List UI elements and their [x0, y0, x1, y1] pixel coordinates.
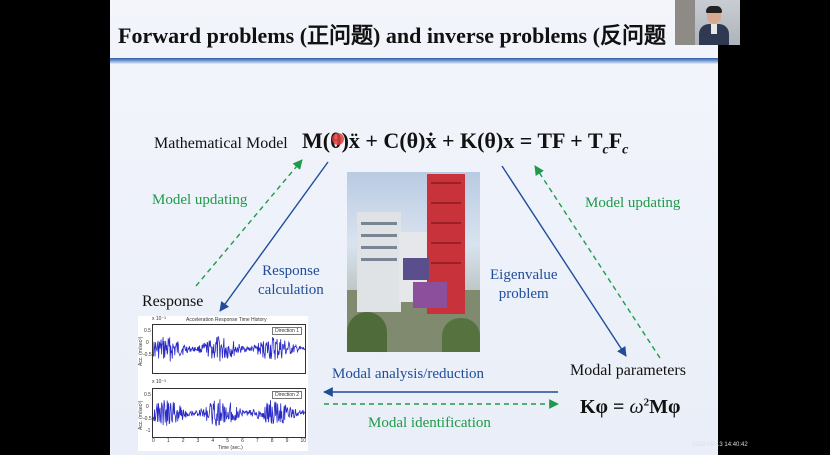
legend-direction-2: Direction 2: [272, 391, 302, 399]
plot-exp-2: x 10⁻³: [152, 379, 166, 385]
model-updating-left-label: Model updating: [152, 192, 248, 208]
ytick-7: -1: [146, 428, 151, 434]
acceleration-plots: Acceleration Response Time History x 10⁻…: [138, 316, 308, 451]
plot-direction-2: Direction 2: [152, 388, 306, 438]
xtick-3: 3: [196, 438, 200, 444]
modal-identification-label: Modal identification: [368, 415, 491, 431]
slide-title: Forward problems (正问题) and inverse probl…: [118, 23, 666, 48]
equation-main: M(θ)ẍ + C(θ)ẋ + K(θ)x = TF + T: [302, 128, 603, 153]
legend-direction-1: Direction 1: [272, 327, 302, 335]
xtick-4: 4: [211, 438, 215, 444]
webcam-tile: [675, 0, 740, 45]
eigen-lhs: Kφ =: [580, 396, 630, 418]
eigen-rhs: Mφ: [649, 396, 681, 418]
equation-of-motion: M(θ)ẍ + C(θ)ẋ + K(θ)x = TF + TcFc: [302, 128, 628, 158]
plot-direction-1: Direction 1: [152, 324, 306, 374]
ytick-1: 0.5: [144, 328, 151, 334]
eigen-equation: Kφ = ω2Mφ: [580, 396, 680, 419]
building-photo: [347, 172, 480, 352]
response-calc-line-1: Response: [262, 263, 320, 279]
eigen-line-1: Eigenvalue: [490, 267, 558, 283]
eigen-omega: ω: [629, 396, 644, 418]
xtick-6: 6: [241, 438, 244, 444]
ytick-4: 0.5: [144, 392, 151, 398]
eigen-line-2: problem: [498, 286, 549, 302]
xtick-row: 0 1 2 3 4 5 6 7 8 9 10: [152, 438, 306, 444]
timestamp: 2022-05-13 14:40:42: [692, 442, 748, 448]
xtick-7: 7: [255, 438, 259, 444]
eigen-sup: 2: [643, 396, 650, 409]
title-divider: [110, 58, 718, 64]
equation-sub-2: c: [622, 142, 629, 158]
equation-sub-1: c: [602, 142, 609, 158]
ytick-5: 0: [146, 404, 149, 410]
ytick-6: -0.5: [143, 416, 152, 422]
response-calculation-label: Response calculation: [258, 262, 324, 300]
xtick-10: 10: [300, 438, 306, 444]
ytick-2: 0: [146, 340, 149, 346]
equation-force: F: [608, 128, 623, 153]
xtick-1: 1: [166, 438, 170, 444]
modal-analysis-label: Modal analysis/reduction: [332, 366, 485, 382]
eigenvalue-problem-label: Eigenvalue problem: [490, 266, 557, 304]
response-calc-line-2: calculation: [258, 282, 324, 298]
modal-parameters-label: Modal parameters: [570, 362, 686, 379]
math-model-label: Mathematical Model: [154, 135, 288, 152]
plot-title: Acceleration Response Time History: [186, 317, 267, 323]
xtick-9: 9: [285, 438, 289, 444]
model-updating-right-label: Model updating: [585, 195, 681, 211]
xtick-8: 8: [270, 438, 274, 444]
plot-xlabel: Time (sec.): [218, 445, 243, 451]
plot-exp-1: x 10⁻³: [152, 316, 166, 322]
xtick-5: 5: [226, 438, 229, 444]
xtick-0: 0: [152, 438, 155, 444]
presentation-slide: Forward problems (正问题) and inverse probl…: [110, 0, 718, 455]
response-label: Response: [142, 293, 204, 310]
xtick-2: 2: [181, 438, 185, 444]
ytick-3: -0.5: [143, 352, 152, 358]
